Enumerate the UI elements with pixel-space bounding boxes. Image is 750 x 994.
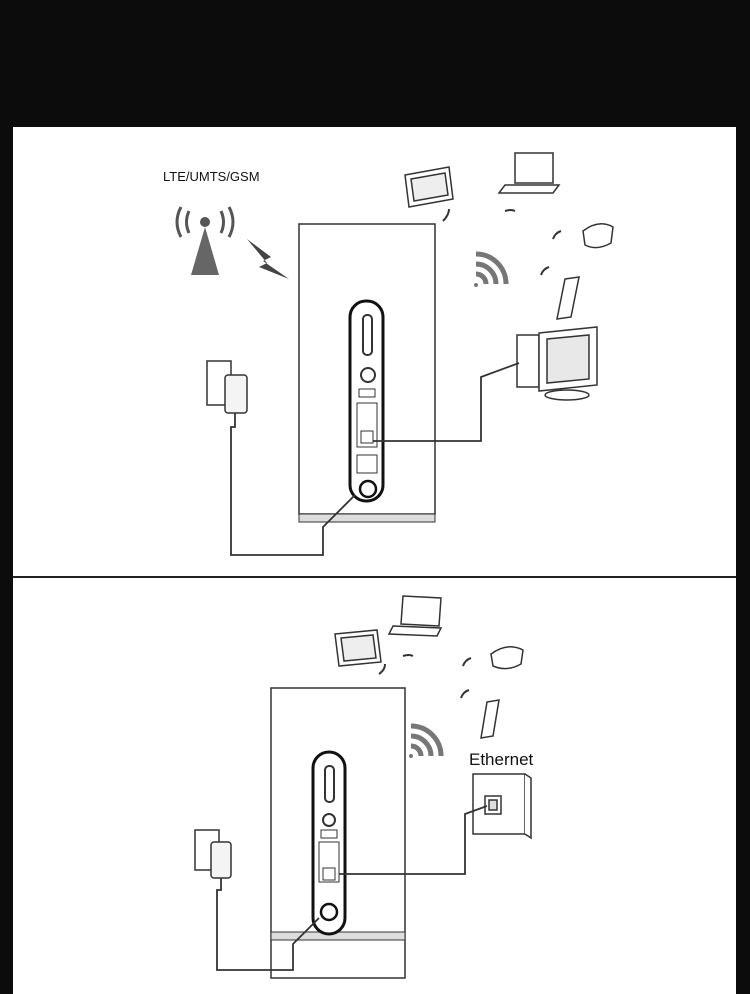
power-cable bbox=[216, 878, 320, 971]
device-wifi-icons bbox=[378, 654, 472, 699]
smartphone-icon bbox=[480, 699, 500, 739]
cellular-diagram bbox=[175, 152, 614, 556]
lan-cable bbox=[373, 362, 520, 442]
router-device bbox=[298, 223, 436, 523]
ethernet-wall-socket-icon bbox=[472, 773, 532, 840]
power-cable bbox=[230, 413, 356, 556]
router-device bbox=[270, 687, 406, 979]
laptop-icon bbox=[497, 152, 561, 194]
wireless-link-icon bbox=[247, 239, 289, 279]
handheld-console-icon bbox=[582, 223, 614, 249]
tablet-icon bbox=[334, 629, 382, 667]
panel-divider bbox=[13, 576, 736, 578]
panel-cellular-scenario: LTE/UMTS/GSM bbox=[13, 127, 736, 576]
power-adapter-icon bbox=[206, 360, 248, 414]
power-adapter-icon bbox=[194, 829, 232, 879]
tablet-icon bbox=[404, 166, 454, 208]
wifi-signal-icon bbox=[474, 251, 509, 287]
smartphone-icon bbox=[556, 276, 580, 320]
lan-cable bbox=[339, 805, 488, 875]
ethernet-diagram bbox=[194, 595, 532, 979]
laptop-icon bbox=[387, 595, 443, 637]
device-wifi-icons bbox=[442, 208, 562, 276]
panel-ethernet-scenario: Ethernet bbox=[13, 578, 736, 994]
network-type-label: LTE/UMTS/GSM bbox=[163, 169, 260, 184]
wifi-signal-icon bbox=[409, 723, 444, 758]
cell-tower-icon bbox=[175, 206, 235, 275]
desktop-computer-icon bbox=[516, 326, 598, 401]
ethernet-label: Ethernet bbox=[469, 750, 534, 769]
handheld-console-icon bbox=[490, 646, 524, 670]
